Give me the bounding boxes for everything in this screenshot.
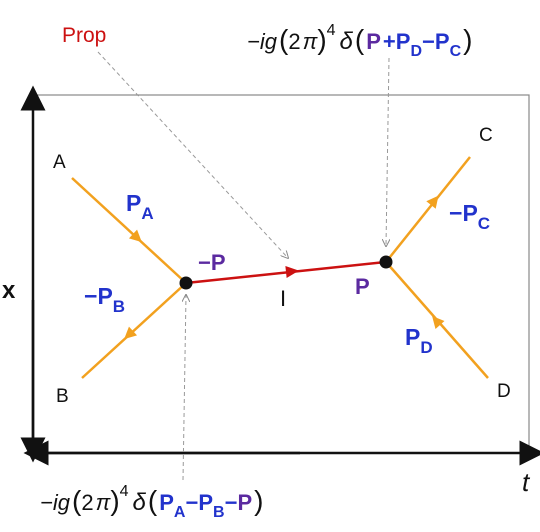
vertex-right bbox=[379, 255, 393, 269]
propagator-line bbox=[185, 260, 387, 285]
momentum-pb: −PB bbox=[84, 283, 125, 316]
arrowhead-A bbox=[128, 229, 142, 243]
bottom-vertex-leader bbox=[183, 295, 186, 481]
particle-A: A bbox=[53, 152, 66, 173]
momentum-pa: PA bbox=[126, 190, 154, 223]
t-axis-label: t bbox=[522, 467, 531, 497]
particle-C: C bbox=[479, 125, 493, 146]
line-B bbox=[81, 282, 187, 379]
arrowhead-B bbox=[124, 326, 138, 340]
top-vertex-leader bbox=[386, 57, 389, 246]
propagator-arrowhead bbox=[285, 266, 299, 278]
vertex-left bbox=[179, 276, 193, 290]
particle-B: B bbox=[56, 386, 69, 407]
momentum-minus-p: −P bbox=[198, 250, 226, 275]
momentum-pc: −PC bbox=[449, 200, 490, 233]
line-C bbox=[385, 156, 471, 263]
particle-D: D bbox=[497, 381, 511, 402]
line-A bbox=[71, 177, 187, 284]
x-axis-label: x bbox=[2, 277, 16, 304]
prop-leader bbox=[97, 51, 288, 258]
momentum-p: P bbox=[355, 274, 370, 299]
arrowhead-C bbox=[426, 195, 439, 209]
intermediate-label: I bbox=[280, 286, 286, 311]
propagator-label: Prop bbox=[62, 24, 106, 47]
momentum-pd: PD bbox=[405, 324, 433, 357]
arrowhead-D bbox=[432, 315, 445, 329]
